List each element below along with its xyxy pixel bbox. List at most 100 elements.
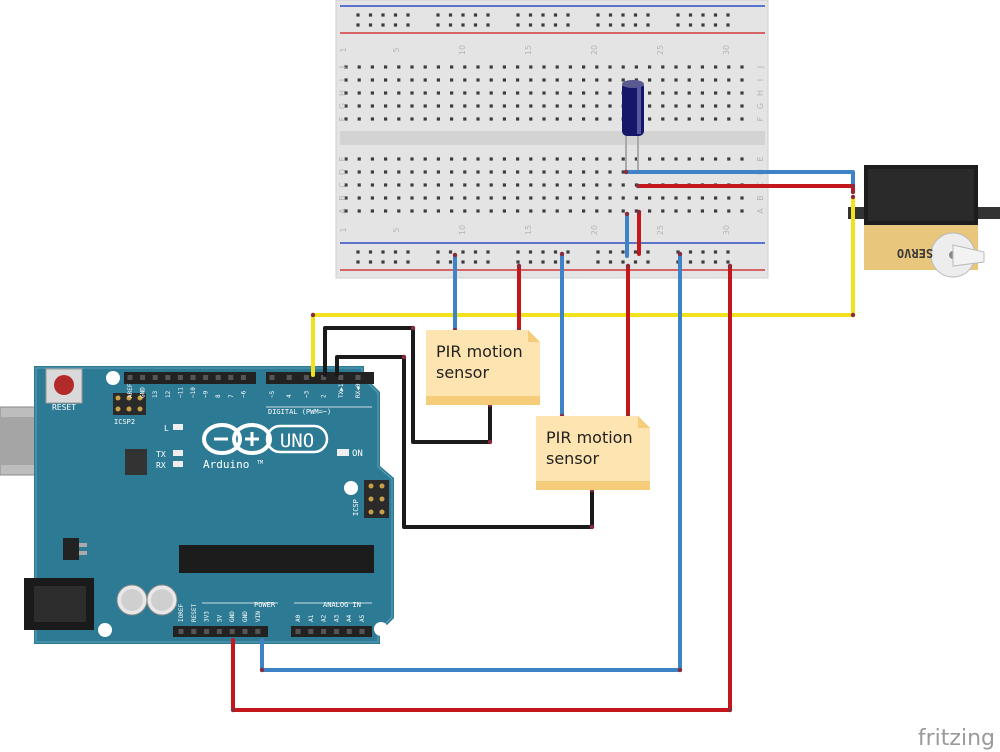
row-letter: H [756,90,765,96]
rail-hole [368,260,373,264]
breadboard-hole [489,104,493,108]
breadboard-hole [648,117,652,121]
breadboard-hole [370,104,374,108]
rail-hole [713,250,718,254]
column-number: 5 [392,47,401,52]
wire-joint [516,263,522,269]
breadboard-hole [608,183,612,187]
breadboard-hole [582,65,586,69]
breadboard-hole [648,209,652,213]
digital-pin-label: 7 [228,394,235,398]
breadboard-hole [595,183,599,187]
breadboard-hole [674,78,678,82]
breadboard-hole [410,209,414,213]
wires [230,169,856,713]
breadboard-hole [516,117,520,121]
breadboard-hole [608,170,612,174]
row-letter: D [338,169,347,175]
breadboard-hole [568,78,572,82]
breadboard-hole [595,117,599,121]
row-letter: I [338,79,347,81]
rail-hole [406,13,410,17]
digital-pin-label: ~10 [190,387,197,398]
breadboard-hole [700,78,704,82]
breadboard-hole [634,78,638,82]
rail-hole [646,13,650,17]
breadboard-hole [727,117,731,121]
breadboard-hole [568,183,572,187]
breadboard-hole [568,170,572,174]
power-pin-label: 3V3 [204,611,211,622]
breadboard-hole [384,183,388,187]
breadboard-hole [621,209,625,213]
row-letter: E [338,156,347,161]
breadboard-hole [700,209,704,213]
note-1-line-2: sensor [436,363,489,382]
column-number: 30 [722,225,731,235]
pin-socket [308,629,314,634]
breadboard-hole [595,157,599,161]
breadboard-hole [436,91,440,95]
rail-hole [633,250,638,254]
led-on [337,449,349,456]
row-letter: C [338,182,347,188]
breadboard-hole [516,196,520,200]
breadboard-hole [687,91,691,95]
breadboard-hole [370,65,374,69]
rail-hole [566,13,570,17]
breadboard-hole [740,65,744,69]
pin-socket [228,375,234,380]
breadboard-hole [410,78,414,82]
breadboard-hole [621,170,625,174]
breadboard-hole [661,117,665,121]
breadboard-hole [700,117,704,121]
breadboard-hole [384,78,388,82]
breadboard-hole [529,117,533,121]
digital-pin-label: AREF [127,383,134,398]
rail-hole [393,13,398,17]
breadboard-hole [502,157,506,161]
rail-hole [406,23,410,27]
analog-label: ANALOG IN [323,601,361,609]
rail-hole [381,260,385,264]
power-pin-label: IOREF [178,604,185,622]
breadboard-hole [529,170,533,174]
breadboard-hole [357,117,361,121]
rail-hole [516,260,520,264]
breadboard-hole [687,196,691,200]
reset-button-cap[interactable] [54,375,74,395]
led-tx-label: TX [156,450,166,459]
breadboard-hole [661,104,665,108]
breadboard-hole [476,104,480,108]
row-letter: H [338,90,347,96]
rail-hole [448,13,453,17]
breadboard-hole [740,117,744,121]
breadboard-hole [542,196,546,200]
rail-hole [448,23,453,27]
electrolytic-capacitor [622,80,644,172]
breadboard-hole [370,117,374,121]
wire-black [323,326,594,529]
note-1-line-1: PIR motion [436,342,523,361]
breadboard-hole [344,104,348,108]
breadboard-hole [727,104,731,108]
breadboard-hole [648,157,652,161]
breadboard-hole [463,196,467,200]
rail-hole [473,250,478,254]
wire-joint [625,263,631,269]
analog-pin-label: A3 [333,614,340,622]
digital-pin-label: 4 [286,394,293,398]
breadboard-hole [529,157,533,161]
rail-hole [701,13,705,17]
rail-hole [566,260,570,264]
digital-pin-label: ~11 [177,387,184,398]
wire-joint [559,251,565,257]
breadboard-hole [476,91,480,95]
breadboard-hole [344,78,348,82]
note-2-line-1: PIR motion [546,428,633,447]
breadboard-hole [555,157,559,161]
breadboard-hole [687,117,691,121]
